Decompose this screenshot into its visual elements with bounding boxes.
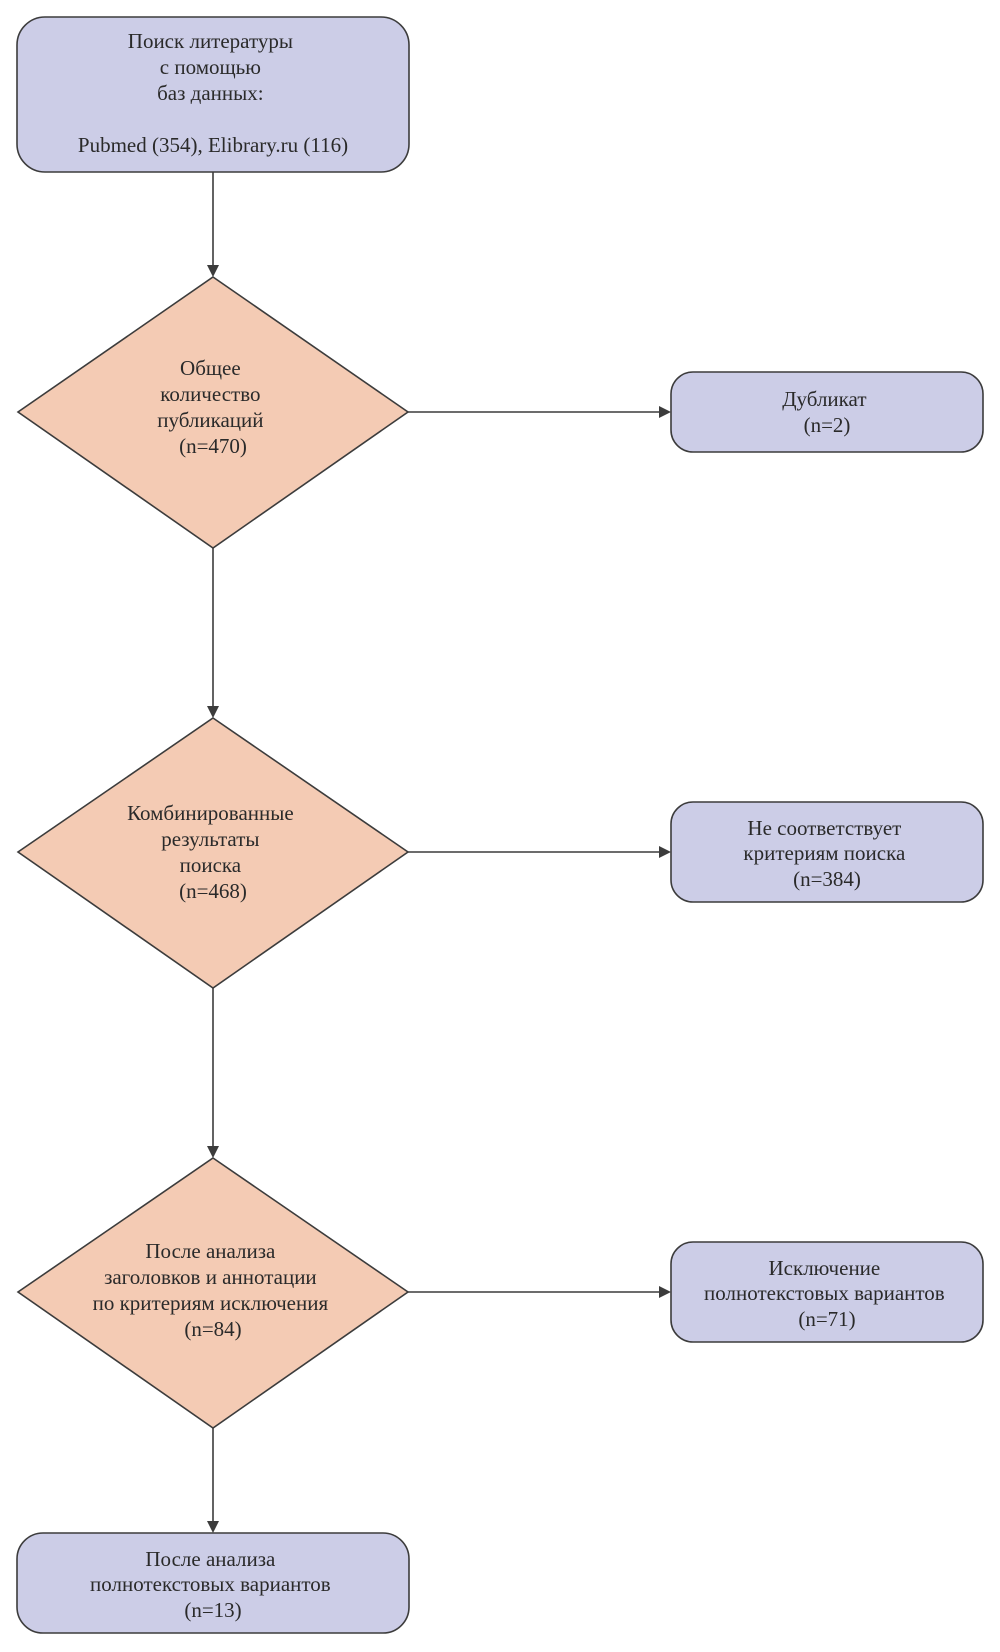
node-literature-search-label: Поиск литературы с помощью баз данных: P… bbox=[78, 29, 348, 157]
node-after-titles-analysis-shape bbox=[16, 1157, 410, 1429]
node-line: Не соответствует bbox=[747, 816, 901, 840]
node-excluded-fulltext: Исключение полнотекстовых вариантов (n=7… bbox=[670, 1241, 984, 1343]
node-line: (n=71) bbox=[798, 1307, 855, 1331]
arrowhead-after-titles-to-excluded bbox=[659, 1286, 671, 1298]
node-line: количество bbox=[160, 382, 260, 406]
node-literature-search: Поиск литературы с помощью баз данных: P… bbox=[16, 16, 410, 173]
node-not-matching-shape bbox=[670, 801, 984, 903]
node-line: с помощью bbox=[160, 55, 261, 79]
arrowhead-after-titles-to-after-fulltext bbox=[207, 1521, 219, 1533]
node-total-publications-shape bbox=[16, 276, 410, 549]
connectors bbox=[207, 170, 671, 1533]
node-line: После анализа bbox=[145, 1239, 276, 1263]
node-line: баз данных: bbox=[157, 81, 263, 105]
node-line: Поиск литературы bbox=[128, 29, 293, 53]
node-line: (n=13) bbox=[184, 1598, 241, 1622]
node-literature-search-shape bbox=[16, 16, 410, 173]
arrowhead-search-to-total bbox=[207, 265, 219, 277]
node-excluded-fulltext-shape bbox=[670, 1241, 984, 1343]
node-line: поиска bbox=[180, 853, 242, 877]
node-line: (n=384) bbox=[793, 867, 861, 891]
node-after-titles-analysis: После анализа заголовков и аннотации по … bbox=[16, 1157, 410, 1429]
node-not-matching: Не соответствует критериям поиска (n=384… bbox=[670, 801, 984, 903]
node-line: (n=470) bbox=[179, 434, 247, 458]
node-after-fulltext-analysis-shape bbox=[16, 1532, 410, 1634]
node-line: Общее bbox=[180, 356, 241, 380]
node-line: (n=468) bbox=[179, 879, 247, 903]
node-line: результаты bbox=[161, 827, 259, 851]
node-excluded-fulltext-label: Исключение полнотекстовых вариантов (n=7… bbox=[704, 1256, 950, 1331]
arrowhead-total-to-duplicate bbox=[659, 406, 671, 418]
arrowhead-total-to-combined bbox=[207, 706, 219, 718]
node-line: публикаций bbox=[157, 408, 263, 432]
node-combined-results: Комбинированные результаты поиска (n=468… bbox=[16, 717, 410, 989]
node-line: (n=84) bbox=[184, 1317, 241, 1341]
node-not-matching-label: Не соответствует критериям поиска (n=384… bbox=[743, 816, 910, 891]
node-total-publications: Общее количество публикаций (n=470) bbox=[16, 276, 410, 549]
node-duplicate: Дубликат (n=2) bbox=[670, 371, 984, 453]
node-duplicate-label: Дубликат (n=2) bbox=[782, 387, 872, 437]
arrowhead-combined-to-not-matching bbox=[659, 846, 671, 858]
node-after-fulltext-analysis-label: После анализа полнотекстовых вариантов (… bbox=[90, 1547, 336, 1622]
node-combined-results-label: Комбинированные результаты поиска (n=468… bbox=[127, 801, 299, 903]
node-line: по критериям исключения bbox=[93, 1291, 329, 1315]
node-line: После анализа bbox=[145, 1547, 276, 1571]
node-line: Комбинированные bbox=[127, 801, 294, 825]
node-line: полнотекстовых вариантов bbox=[704, 1281, 945, 1305]
node-total-publications-label: Общее количество публикаций (n=470) bbox=[157, 356, 269, 458]
node-combined-results-shape bbox=[16, 717, 410, 989]
node-line: полнотекстовых вариантов bbox=[90, 1572, 331, 1596]
node-line: (n=2) bbox=[804, 413, 851, 437]
node-after-fulltext-analysis: После анализа полнотекстовых вариантов (… bbox=[16, 1532, 410, 1634]
node-line: критериям поиска bbox=[743, 841, 906, 865]
node-line: Дубликат bbox=[782, 387, 866, 411]
node-line: заголовков и аннотации bbox=[104, 1265, 317, 1289]
node-after-titles-analysis-label: После анализа заголовков и аннотации по … bbox=[93, 1239, 334, 1341]
node-line: Pubmed (354), Elibrary.ru (116) bbox=[78, 133, 348, 157]
arrowhead-combined-to-after-titles bbox=[207, 1146, 219, 1158]
node-line: Исключение bbox=[769, 1256, 881, 1280]
node-duplicate-shape bbox=[670, 371, 984, 453]
